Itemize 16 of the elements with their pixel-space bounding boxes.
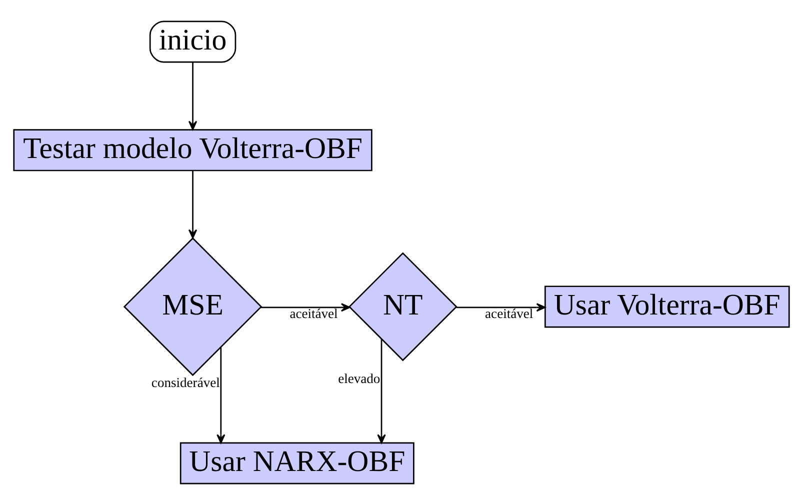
edge-label: elevado [338,370,380,386]
edge-label: considerável [151,374,220,390]
edge-label: aceitável [290,306,338,321]
arrow [188,62,198,130]
node-box: Usar Volterra-OBF [544,285,790,328]
node-diamond: MSE [123,236,262,376]
arrow [456,302,546,312]
arrow [216,346,226,443]
arrow [260,302,350,312]
node-box: Testar modelo Volterra-OBF [13,128,372,171]
arrow [188,170,198,238]
node-box: Usar NARX-OBF [180,442,414,484]
node-diamond: NT [348,252,458,361]
edge-label: aceitável [485,306,534,321]
node-box: inicio [149,20,236,62]
arrow [377,338,386,443]
